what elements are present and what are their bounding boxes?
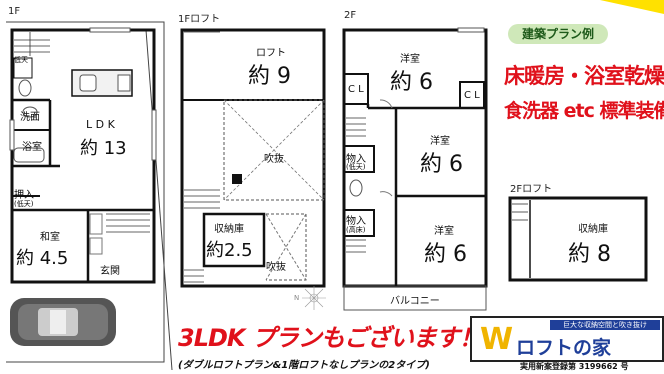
- ldk-plan-note: (ダブルロフトプラン&1階ロフトなしプランの2タイプ): [178, 360, 430, 371]
- label-loft-size: 約 9: [248, 64, 291, 89]
- label-stairwell: 吹抜: [264, 154, 284, 165]
- headline-line-1: 床暖房・浴室乾燥: [504, 64, 664, 88]
- brand-logo: 巨大な収納空間と吹き抜け W ロフトの家: [470, 316, 664, 362]
- floorplan-2f-loft: [508, 196, 648, 282]
- floor-label-1f: 1F: [8, 6, 21, 17]
- label-balcony: バルコニー: [390, 296, 440, 307]
- floor-label-2f-loft: 2Fロフト: [510, 184, 553, 195]
- label-storage-2f-loft-size: 約 8: [568, 242, 611, 267]
- label-japanese-size: 約 4.5: [16, 248, 69, 269]
- brand-w: W: [480, 322, 514, 357]
- label-room-3: 洋室: [434, 226, 454, 237]
- label-fridge-low: 低天: [14, 56, 28, 64]
- label-storage-2f-loft: 収納庫: [578, 224, 608, 235]
- label-closet-low: (低天): [14, 200, 34, 208]
- registration-number: 実用新案登録第 3199662 号: [520, 362, 629, 371]
- brand-tagline: 巨大な収納空間と吹き抜け: [550, 320, 660, 330]
- label-storage-1f-loft-size: 約2.5: [206, 240, 253, 261]
- headline-line-2: 食洗器 etc 標準装備: [504, 100, 664, 122]
- label-cl-1: C L: [348, 84, 364, 95]
- brand-name: ロフトの家: [516, 337, 612, 359]
- label-room-3-size: 約 6: [424, 242, 467, 267]
- label-storage-2f-2-sub: (高床): [346, 226, 366, 234]
- floorplan-1f-loft: [180, 28, 326, 310]
- label-japanese-room: 和室: [40, 232, 60, 243]
- label-entrance: 玄関: [100, 266, 120, 277]
- floorplan-2f: [342, 27, 488, 311]
- plan-badge: 建築プラン例: [508, 24, 608, 44]
- label-stairwell-2: 吹抜: [266, 262, 286, 273]
- floor-label-1f-loft: 1Fロフト: [178, 14, 221, 25]
- corner-accent: [600, 0, 664, 14]
- floor-label-2f: 2F: [344, 10, 357, 21]
- label-bath: 浴室: [22, 142, 42, 153]
- floorplan-1f: [6, 21, 173, 371]
- label-washroom: 洗面: [20, 112, 40, 123]
- label-loft: ロフト: [256, 48, 286, 59]
- label-room-1-size: 約 6: [390, 70, 433, 95]
- compass-north: N: [294, 294, 300, 302]
- label-room-2-size: 約 6: [420, 152, 463, 177]
- label-ldk: L D K: [86, 118, 115, 131]
- label-storage-1f-loft: 収納庫: [214, 224, 244, 235]
- label-cl-2: C L: [464, 90, 480, 101]
- label-storage-2f-1: 物入: [346, 154, 366, 165]
- label-storage-2f-1-sub: (低天): [346, 163, 366, 171]
- label-room-2: 洋室: [430, 136, 450, 147]
- label-storage-2f-2: 物入: [346, 216, 366, 227]
- ldk-plan-text: 3LDK プランもございます！: [178, 324, 483, 352]
- label-ldk-size: 約 13: [80, 138, 127, 159]
- label-closet: 押入: [14, 190, 34, 201]
- label-room-1: 洋室: [400, 54, 420, 65]
